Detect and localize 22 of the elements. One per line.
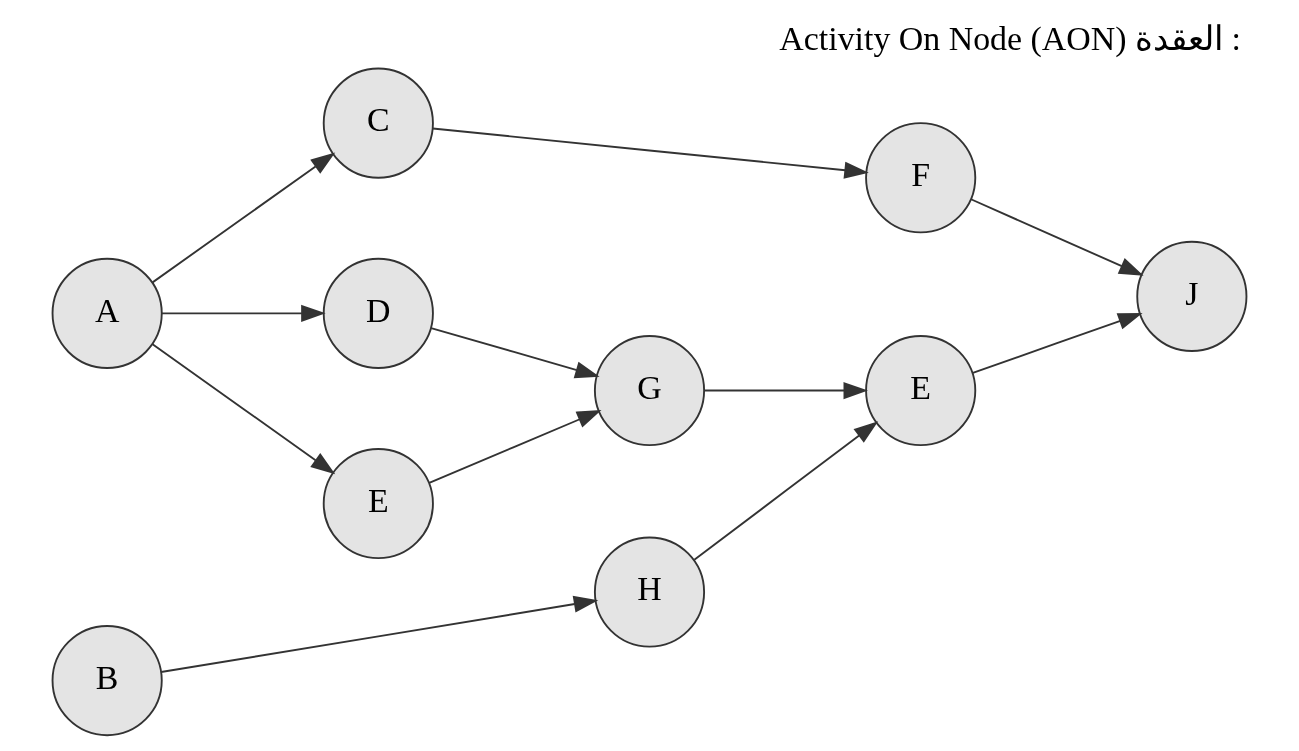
arrow xyxy=(151,152,336,284)
node-circle: J xyxy=(1136,240,1248,352)
arrow xyxy=(693,421,879,561)
arrow xyxy=(970,198,1144,276)
node-circle: B xyxy=(51,625,163,737)
arrow xyxy=(431,127,869,179)
diagram-title: Activity On Node (AON) العقدة : xyxy=(779,20,1241,58)
arrow xyxy=(971,313,1143,374)
node-circle: G xyxy=(593,335,706,447)
node-circle: H xyxy=(593,536,706,648)
node-circle: E xyxy=(865,335,977,447)
arrow xyxy=(160,595,599,673)
arrow xyxy=(430,327,600,379)
node-circle: E xyxy=(322,448,434,560)
arrow xyxy=(703,382,868,400)
arrow xyxy=(428,410,602,484)
arrow xyxy=(160,304,326,322)
node-circle: A xyxy=(51,257,163,369)
node-circle: D xyxy=(322,257,434,369)
node-circle: F xyxy=(865,122,977,234)
node-circle: C xyxy=(322,67,434,179)
arrow xyxy=(151,343,336,475)
